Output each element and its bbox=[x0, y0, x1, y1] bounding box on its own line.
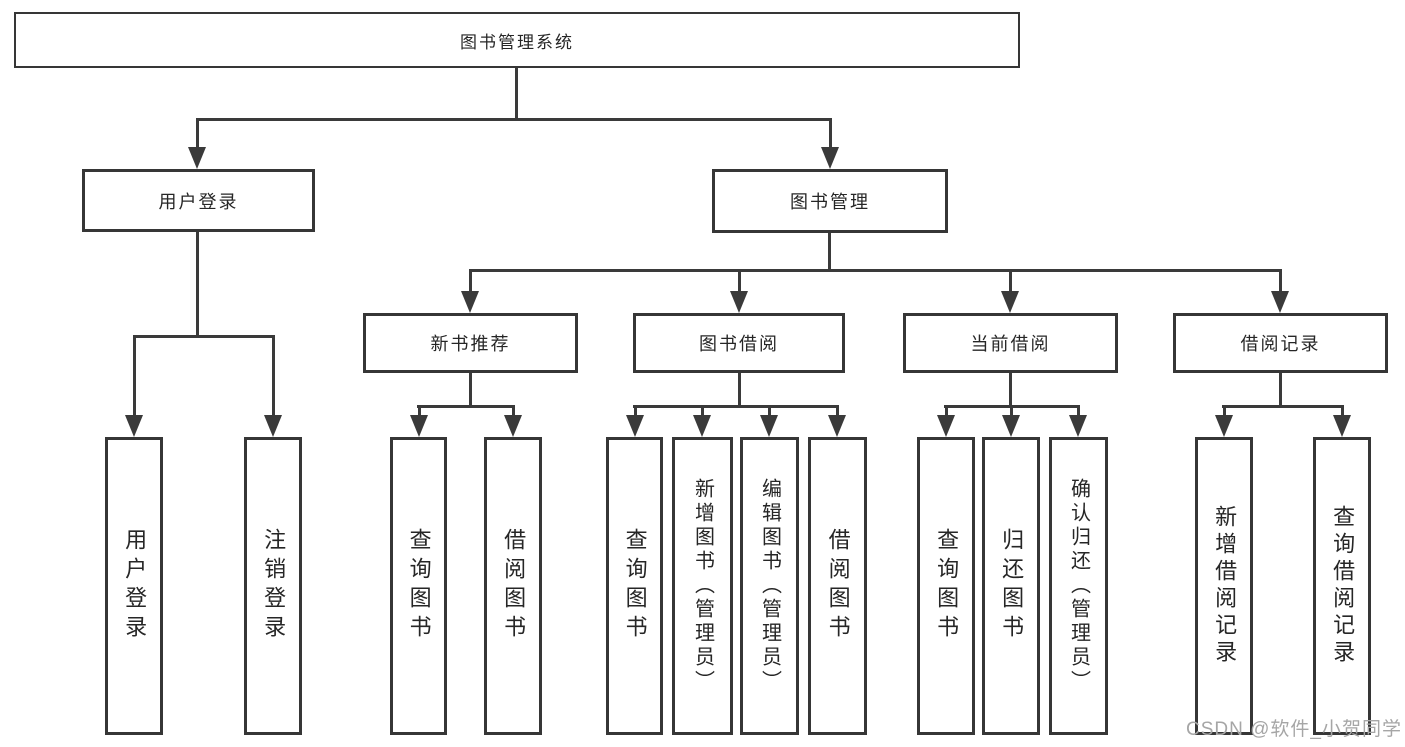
arrowhead-down-icon bbox=[504, 415, 522, 437]
leaf-label: 新增图书（管理员） bbox=[691, 478, 714, 694]
arrowhead-down-icon bbox=[125, 415, 143, 437]
node-label: 图书借阅 bbox=[699, 334, 779, 354]
arrowhead-down-icon bbox=[626, 415, 644, 437]
arrowhead-down-icon bbox=[264, 415, 282, 437]
connector-shaft bbox=[196, 118, 199, 149]
leaf-logout-login: 注销登录 bbox=[244, 437, 302, 735]
connector-group4-horizontal bbox=[1222, 405, 1344, 408]
watermark: CSDN @软件_小贺同学 bbox=[1186, 719, 1402, 740]
connector-shaft bbox=[1077, 405, 1080, 417]
arrowhead-down-icon bbox=[1333, 415, 1351, 437]
connector-mgmt-horizontal bbox=[469, 269, 1282, 272]
node-label: 新书推荐 bbox=[430, 334, 511, 354]
connector-shaft bbox=[1279, 269, 1282, 293]
arrowhead-down-icon bbox=[1002, 415, 1020, 437]
node-book-borrowing: 图书借阅 bbox=[633, 313, 845, 373]
leaf-label: 注销登录 bbox=[261, 528, 287, 644]
node-new-book-recommendation: 新书推荐 bbox=[363, 313, 578, 373]
connector-mgmt-vertical bbox=[828, 233, 831, 272]
connector-shaft bbox=[1009, 269, 1012, 293]
leaf-add-books-admin: 新增图书（管理员） bbox=[672, 437, 733, 735]
connector-login-vertical bbox=[196, 232, 199, 338]
arrowhead-down-icon bbox=[693, 415, 711, 437]
connector-group1-vertical bbox=[469, 373, 472, 408]
connector-group1-horizontal bbox=[417, 405, 515, 408]
connector-shaft bbox=[469, 269, 472, 293]
leaf-label: 归还图书 bbox=[999, 528, 1025, 644]
arrowhead-down-icon bbox=[1215, 415, 1233, 437]
node-label: 图书管理 bbox=[790, 192, 870, 212]
leaf-label: 查询借阅记录 bbox=[1330, 505, 1356, 667]
node-current-borrowing: 当前借阅 bbox=[903, 313, 1118, 373]
leaf-query-books-current: 查询图书 bbox=[917, 437, 975, 735]
arrowhead-down-icon bbox=[937, 415, 955, 437]
node-library-management-system: 图书管理系统 bbox=[14, 12, 1020, 68]
leaf-label: 确认归还（管理员） bbox=[1067, 478, 1090, 694]
arrowhead-down-icon bbox=[461, 291, 479, 313]
connector-shaft bbox=[836, 405, 839, 417]
connector-shaft bbox=[829, 118, 832, 149]
leaf-borrow-books-recommend: 借阅图书 bbox=[484, 437, 542, 735]
connector-group2-horizontal bbox=[633, 405, 839, 408]
connector-group2-vertical bbox=[738, 373, 741, 408]
arrowhead-down-icon bbox=[821, 147, 839, 169]
arrowhead-down-icon bbox=[1271, 291, 1289, 313]
leaf-label: 借阅图书 bbox=[825, 528, 851, 644]
connector-group4-vertical bbox=[1279, 373, 1282, 408]
connector-shaft bbox=[1341, 405, 1344, 417]
connector-root-horizontal bbox=[196, 118, 832, 121]
connector-root-vertical bbox=[515, 68, 518, 121]
leaf-add-borrow-record: 新增借阅记录 bbox=[1195, 437, 1253, 735]
connector-shaft bbox=[701, 405, 704, 417]
leaf-confirm-return-admin: 确认归还（管理员） bbox=[1049, 437, 1108, 735]
node-label: 用户登录 bbox=[158, 191, 239, 212]
leaf-return-books: 归还图书 bbox=[982, 437, 1040, 735]
leaf-user-login: 用户登录 bbox=[105, 437, 163, 735]
leaf-label: 新增借阅记录 bbox=[1212, 505, 1238, 667]
arrowhead-down-icon bbox=[188, 147, 206, 169]
leaf-query-books-recommend: 查询图书 bbox=[390, 437, 447, 735]
leaf-label: 查询图书 bbox=[406, 528, 432, 644]
arrowhead-down-icon bbox=[1069, 415, 1087, 437]
arrowhead-down-icon bbox=[730, 291, 748, 313]
connector-login-horizontal bbox=[133, 335, 274, 338]
arrowhead-down-icon bbox=[828, 415, 846, 437]
connector-shaft bbox=[634, 405, 637, 417]
leaf-borrow-books-borrowing: 借阅图书 bbox=[808, 437, 867, 735]
connector-shaft bbox=[1010, 405, 1013, 417]
leaf-label: 查询图书 bbox=[934, 528, 960, 644]
connector-shaft bbox=[738, 269, 741, 293]
connector-shaft bbox=[768, 405, 771, 417]
leaf-label: 用户登录 bbox=[122, 528, 148, 644]
leaf-query-books-borrowing: 查询图书 bbox=[606, 437, 663, 735]
node-label: 图书管理系统 bbox=[460, 32, 574, 52]
node-borrowing-records: 借阅记录 bbox=[1173, 313, 1388, 373]
connector-shaft bbox=[512, 405, 515, 417]
connector-group3-vertical bbox=[1009, 373, 1012, 408]
leaf-label: 借阅图书 bbox=[501, 528, 527, 644]
connector-shaft bbox=[133, 335, 136, 417]
node-user-login: 用户登录 bbox=[82, 169, 315, 232]
connector-shaft bbox=[945, 405, 948, 417]
connector-shaft bbox=[1223, 405, 1226, 417]
connector-shaft bbox=[418, 405, 421, 417]
arrowhead-down-icon bbox=[1001, 291, 1019, 313]
leaf-label: 查询图书 bbox=[622, 528, 648, 644]
connector-shaft bbox=[272, 335, 275, 417]
arrowhead-down-icon bbox=[410, 415, 428, 437]
node-label: 当前借阅 bbox=[970, 334, 1051, 354]
leaf-edit-books-admin: 编辑图书（管理员） bbox=[740, 437, 799, 735]
leaf-label: 编辑图书（管理员） bbox=[758, 478, 781, 694]
arrowhead-down-icon bbox=[760, 415, 778, 437]
leaf-query-borrow-record: 查询借阅记录 bbox=[1313, 437, 1371, 735]
node-label: 借阅记录 bbox=[1240, 334, 1321, 354]
node-book-management: 图书管理 bbox=[712, 169, 948, 233]
